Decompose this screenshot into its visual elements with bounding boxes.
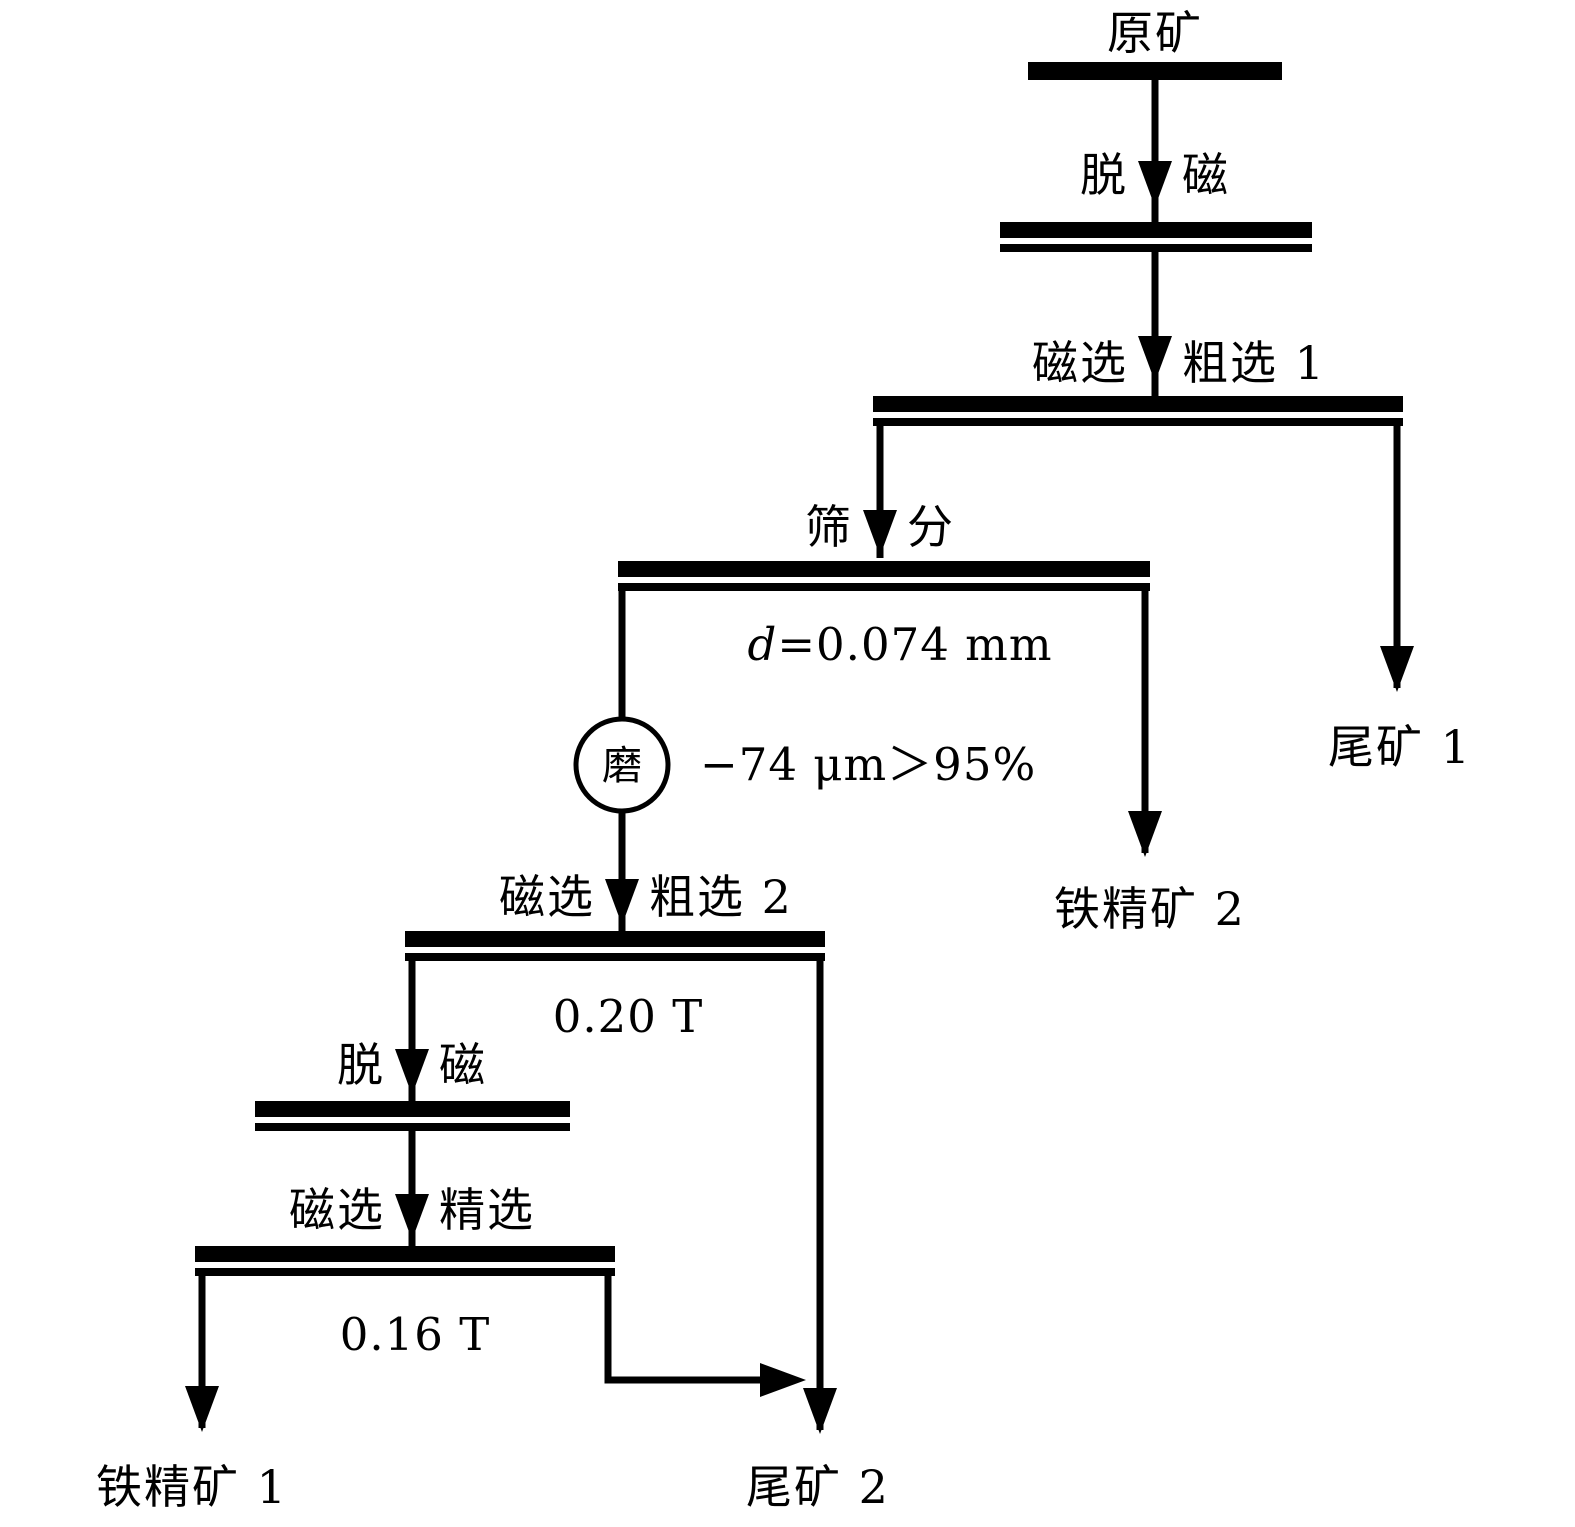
demag2-label-right: 磁: [439, 1038, 487, 1092]
screen-label-right: 分: [907, 500, 955, 554]
screen-size-variable: d: [747, 618, 778, 671]
arrow-down-demag1: [1138, 161, 1172, 207]
arrow-down-concentrate1: [185, 1386, 219, 1432]
mill-label: 磨: [602, 743, 642, 789]
bar-screen-thin: [618, 583, 1150, 591]
arrow-down-tailings1: [1380, 646, 1414, 692]
bar-demag2-thick: [255, 1101, 570, 1117]
bar-demag1-thick: [1000, 222, 1312, 238]
arrow-right-merge-tailings2: [760, 1363, 806, 1397]
clean-label-left: 磁选: [289, 1183, 385, 1237]
bar-clean-thick: [195, 1246, 615, 1262]
arrow-down-rough2: [605, 879, 639, 925]
clean-label-right: 精选: [439, 1183, 535, 1237]
grinding-fineness-note: −74 μm＞95%: [700, 738, 1037, 791]
field-strength-rough2-label: 0.20 T: [552, 990, 704, 1043]
iron-concentrate1-label: 铁精矿 1: [96, 1460, 288, 1514]
tailings2-label: 尾矿 2: [746, 1460, 890, 1514]
screen-label-left: 筛: [805, 500, 853, 554]
rough1-label-left: 磁选: [1032, 336, 1128, 390]
rough1-label-right: 粗选 1: [1182, 336, 1326, 390]
arrow-down-screen: [863, 510, 897, 556]
bar-rough1-thin: [873, 418, 1403, 426]
demag2-label-left: 脱: [337, 1038, 385, 1092]
bar-demag2-thin: [255, 1123, 570, 1131]
tailings1-label: 尾矿 1: [1328, 720, 1472, 774]
bar-demag1-thin: [1000, 244, 1312, 252]
bar-rough2-thin: [405, 953, 825, 961]
rough2-label-right: 粗选 2: [649, 870, 793, 924]
bar-raw-ore: [1028, 62, 1282, 80]
rough2-label-left: 磁选: [499, 870, 595, 924]
bar-rough1-thick: [873, 396, 1403, 412]
mill-circle: [573, 716, 671, 814]
flow-line-clean-to-tailings2: [604, 1276, 764, 1384]
bar-clean-thin: [195, 1268, 615, 1276]
demag1-label-left: 脱: [1080, 148, 1128, 202]
arrow-down-demag2: [395, 1049, 429, 1095]
iron-concentrate2-label: 铁精矿 2: [1054, 882, 1246, 936]
arrow-down-rough1: [1138, 336, 1172, 382]
demag1-label-right: 磁: [1182, 148, 1230, 202]
arrow-down-concentrate2: [1128, 811, 1162, 857]
screen-size-value: =0.074 mm: [777, 618, 1053, 671]
arrowheads: [185, 161, 1414, 1434]
screen-size-label: d=0.074 mm: [748, 620, 1053, 670]
arrow-down-clean: [395, 1194, 429, 1240]
arrow-down-tailings2: [803, 1388, 837, 1434]
raw-ore-label: 原矿: [1107, 6, 1203, 60]
bar-screen-thick: [618, 561, 1150, 577]
separator-bars: [195, 62, 1403, 1276]
field-strength-clean-label: 0.16 T: [339, 1308, 491, 1361]
bar-rough2-thick: [405, 931, 825, 947]
